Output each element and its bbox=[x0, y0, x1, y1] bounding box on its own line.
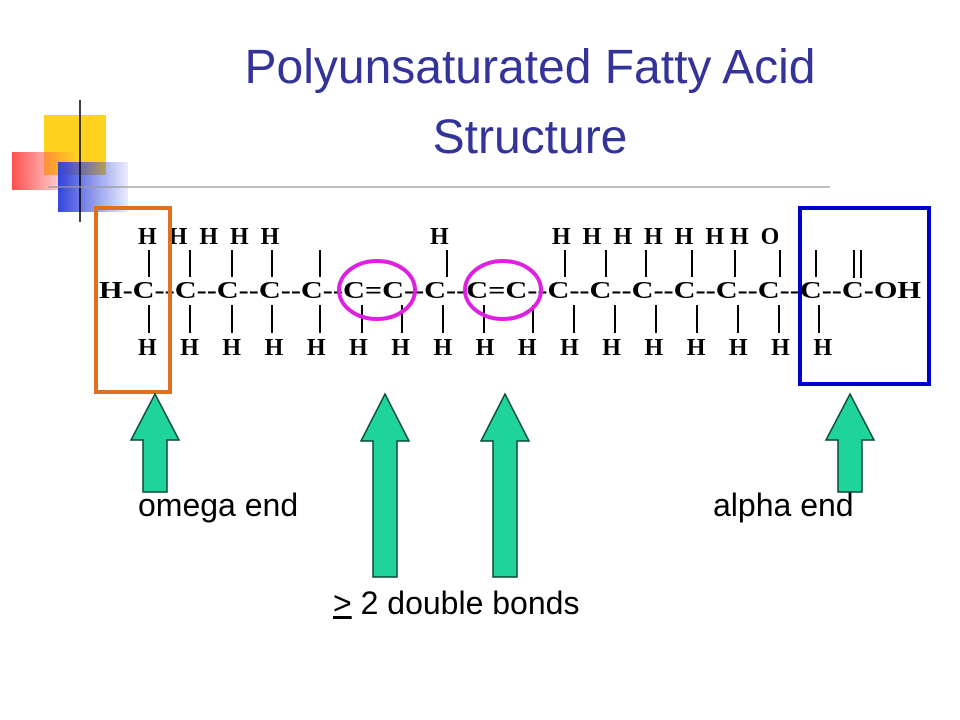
alpha-end-label: alpha end bbox=[713, 487, 854, 523]
omega-end-box bbox=[94, 206, 172, 394]
carbon-chain: H-C--C--C--C--C--C=C--C--C=C--C--C--C--C… bbox=[99, 278, 921, 304]
slide-title-line-2: Structure bbox=[432, 111, 628, 164]
carbonyl-double-bond bbox=[853, 250, 862, 278]
top-hydrogen-middle: H bbox=[430, 224, 449, 250]
omega-end-label: omega end bbox=[138, 487, 299, 523]
alpha-end-box bbox=[798, 206, 931, 386]
greater-equal-symbol: > bbox=[333, 585, 352, 621]
double-bond-arrow-1 bbox=[359, 392, 411, 578]
double-bond-circle-2 bbox=[463, 259, 543, 321]
top-hydrogens-left: H H H H H bbox=[138, 224, 280, 250]
decorative-squares bbox=[12, 100, 830, 222]
bottom-bond-lines bbox=[148, 305, 820, 333]
alpha-arrow bbox=[824, 392, 876, 493]
double-bond-arrow-2 bbox=[479, 392, 531, 578]
double-bonds-label: > 2 double bonds bbox=[333, 585, 579, 622]
omega-arrow bbox=[129, 392, 181, 493]
top-hydrogens-right: H H H H H H H O bbox=[552, 224, 779, 250]
slide-title-line-1: Polyunsaturated Fatty Acid bbox=[244, 41, 816, 94]
arrows bbox=[129, 392, 876, 578]
top-bond-lines bbox=[148, 250, 817, 277]
double-bonds-text: 2 double bonds bbox=[351, 585, 580, 621]
bottom-hydrogens: H H H H H H H H H H H H H H H H H bbox=[138, 335, 832, 361]
double-bond-circle-1 bbox=[337, 259, 417, 321]
